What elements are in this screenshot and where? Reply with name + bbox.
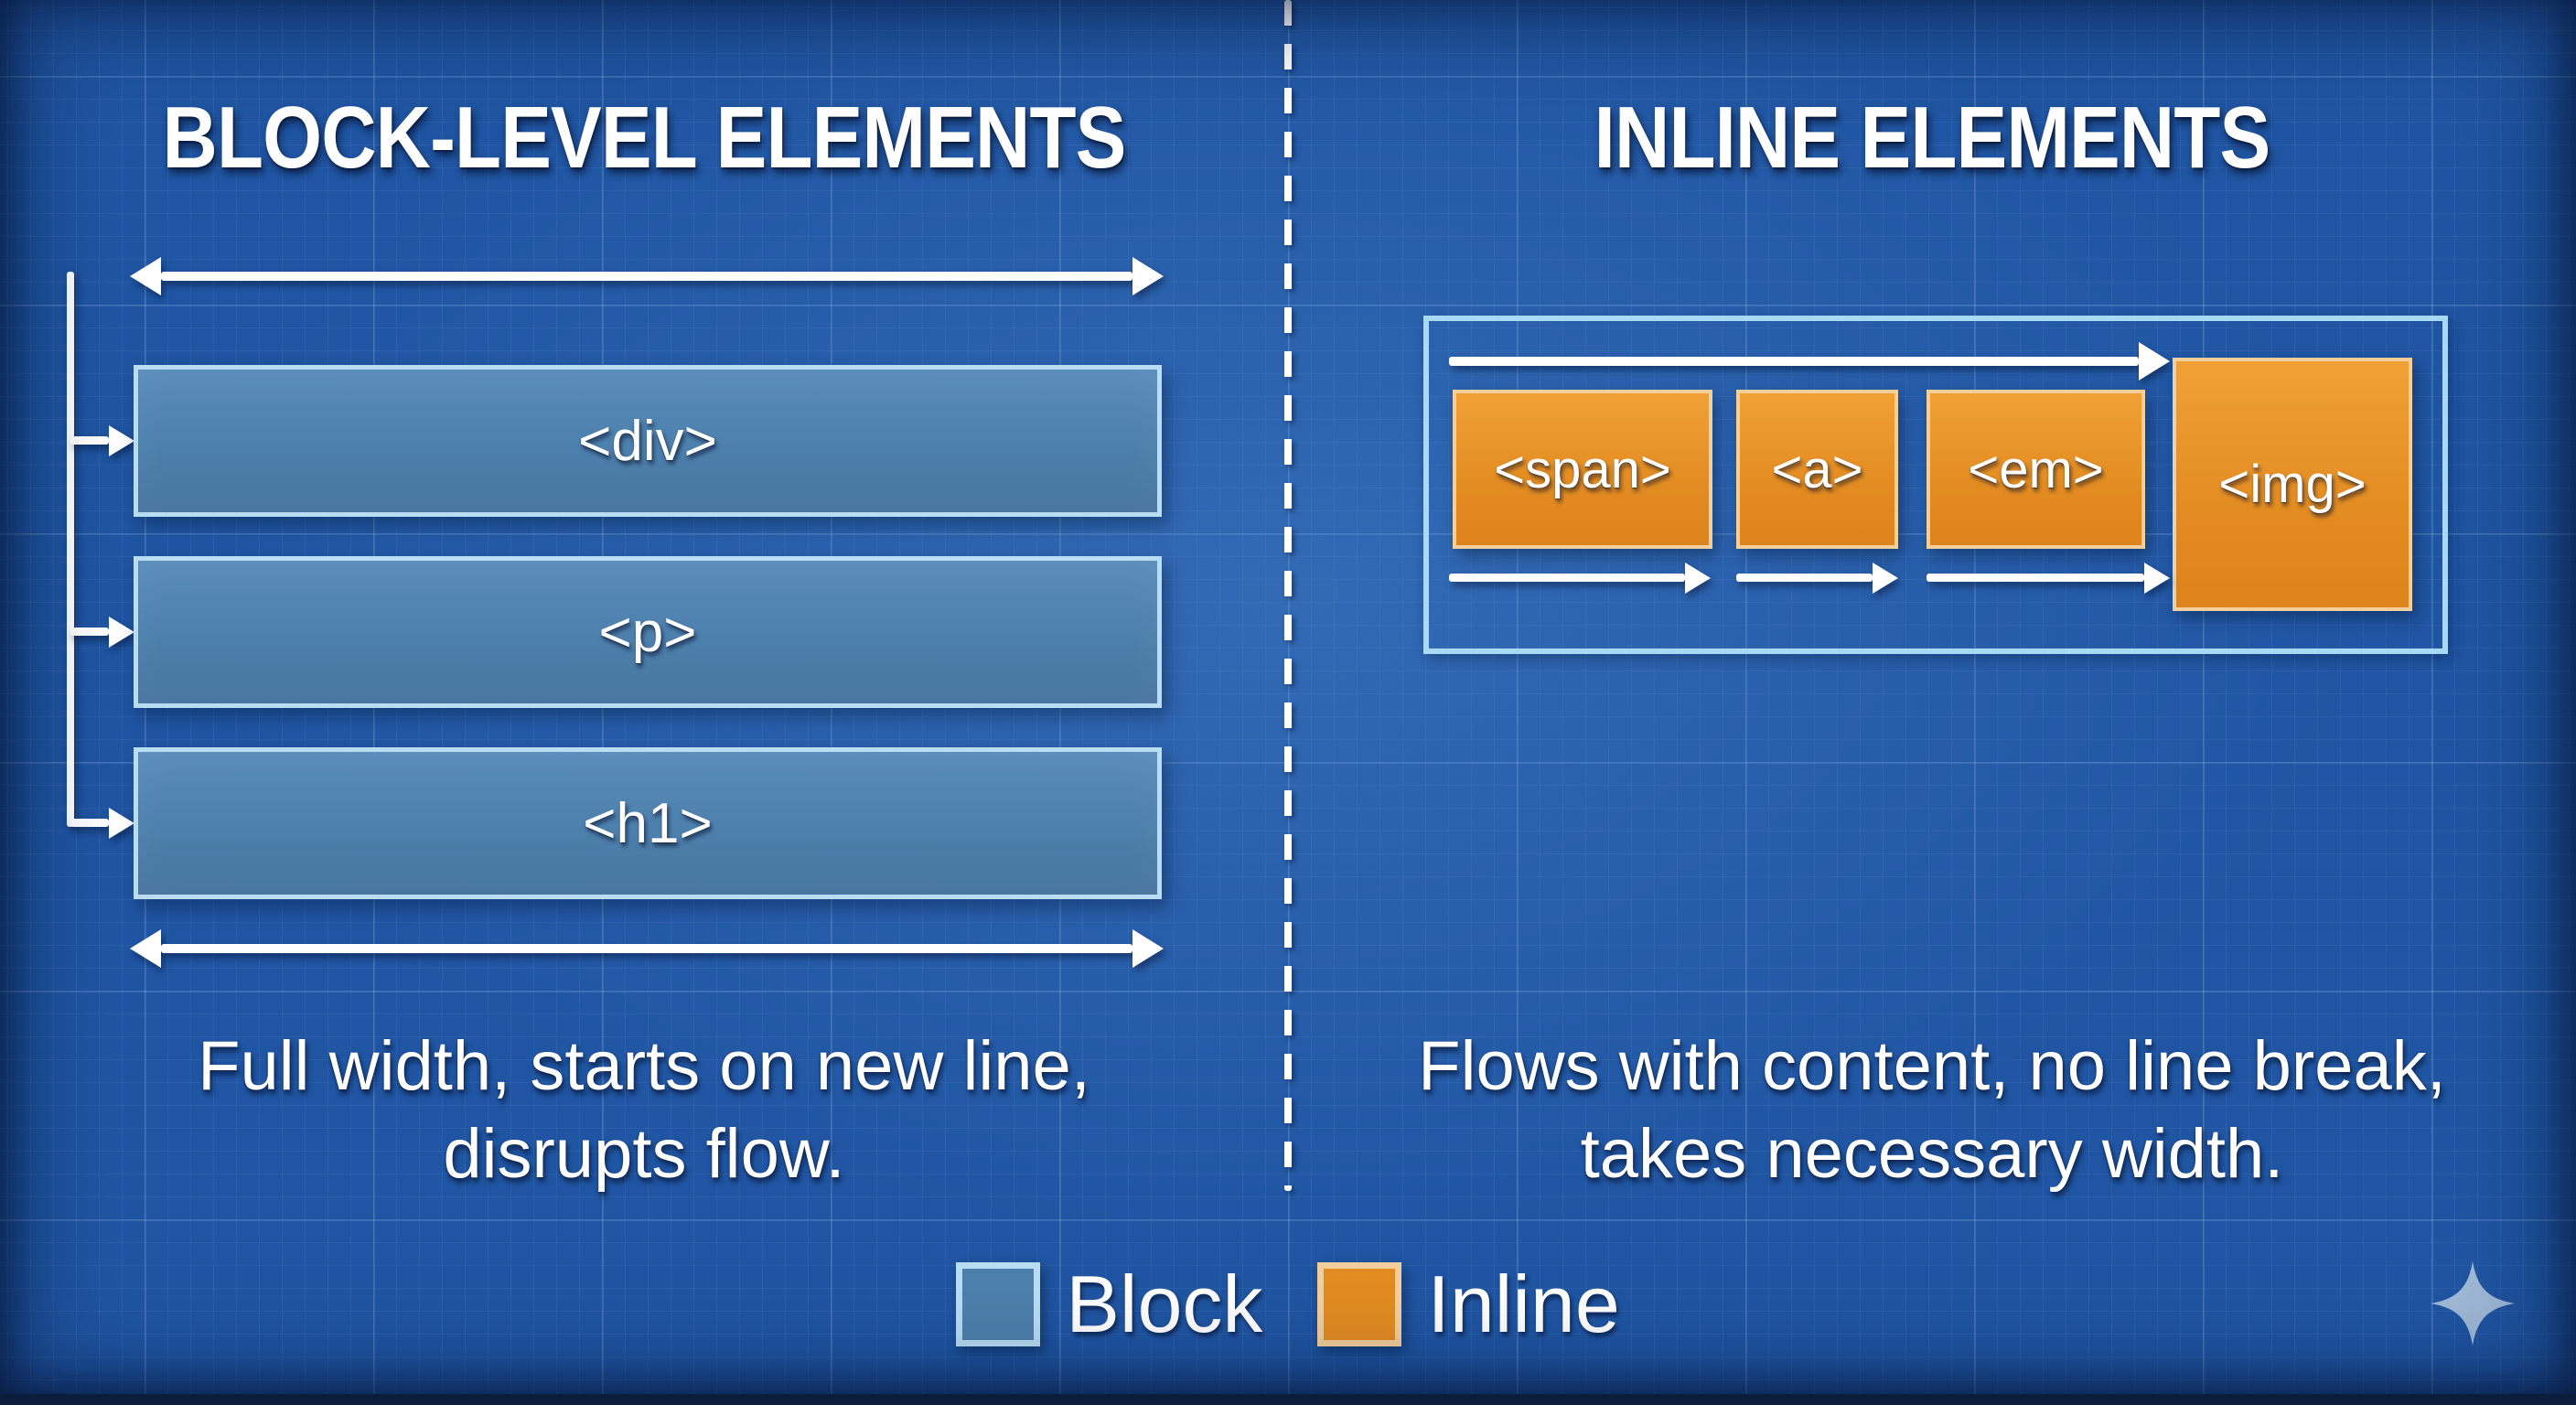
full-width-arrow-bottom xyxy=(161,944,1132,953)
p-block-box: <p> xyxy=(134,556,1162,708)
block-flow-connector xyxy=(67,272,74,827)
inline-flow-arrow-top xyxy=(1449,357,2139,366)
legend-inline-item: Inline xyxy=(1317,1258,1620,1351)
block-title: BLOCK-LEVEL ELEMENTS xyxy=(162,89,1127,187)
div-label: <div> xyxy=(578,409,717,473)
legend-block-item: Block xyxy=(956,1258,1262,1351)
a-inline-box: <a> xyxy=(1736,390,1898,549)
legend-inline-swatch xyxy=(1317,1262,1402,1346)
center-divider xyxy=(1284,0,1292,1191)
sparkle-icon xyxy=(2430,1260,2516,1346)
inline-flow-arrow-em xyxy=(1927,574,2144,582)
inline-caption-line2: takes necessary width. xyxy=(1580,1115,2284,1193)
legend-block-swatch xyxy=(956,1262,1041,1346)
full-width-arrow-top xyxy=(161,272,1132,281)
inline-flow-arrow-span xyxy=(1449,574,1685,582)
img-inline-box: <img> xyxy=(2173,358,2412,611)
legend-inline-label: Inline xyxy=(1427,1259,1620,1349)
span-inline-box: <span> xyxy=(1453,390,1712,549)
h1-block-box: <h1> xyxy=(134,747,1162,899)
branch-arrow-h1 xyxy=(70,819,109,827)
span-label: <span> xyxy=(1494,439,1671,499)
a-label: <a> xyxy=(1771,439,1863,499)
block-caption: Full width, starts on new line, disrupts… xyxy=(0,1023,1288,1198)
branch-arrow-div xyxy=(70,436,109,445)
inline-caption-line1: Flows with content, no line break, xyxy=(1418,1027,2446,1105)
legend: Block Inline xyxy=(0,1258,2576,1351)
inline-title: INLINE ELEMENTS xyxy=(1594,89,2271,187)
block-caption-line2: disrupts flow. xyxy=(443,1115,845,1193)
inline-container xyxy=(1423,316,2448,654)
legend-block-label: Block xyxy=(1066,1259,1263,1349)
bottom-edge-bar xyxy=(0,1394,2576,1405)
inline-flow-arrow-a xyxy=(1736,574,1873,582)
p-label: <p> xyxy=(598,600,697,664)
em-label: <em> xyxy=(1968,439,2104,499)
branch-arrow-p xyxy=(70,627,109,636)
h1-label: <h1> xyxy=(583,791,713,855)
img-label: <img> xyxy=(2218,455,2367,514)
div-block-box: <div> xyxy=(134,365,1162,517)
em-inline-box: <em> xyxy=(1927,390,2145,549)
block-caption-line1: Full width, starts on new line, xyxy=(198,1027,1090,1105)
inline-caption: Flows with content, no line break, takes… xyxy=(1288,1023,2576,1198)
